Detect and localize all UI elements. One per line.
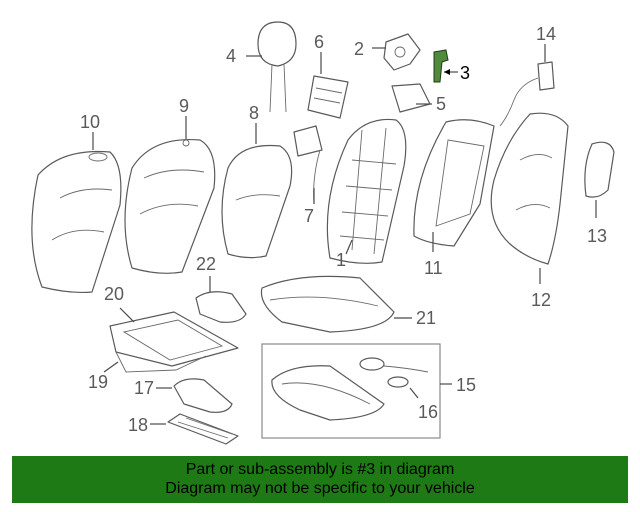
- callout-4: 4: [226, 46, 236, 66]
- part-2-recliner-bracket: 2: [354, 33, 421, 71]
- part-7-lumbar-support: 7: [293, 125, 323, 226]
- banner-line-1: Part or sub-assembly is #3 in diagram: [185, 461, 455, 478]
- part-4-headrest: 4: [226, 21, 297, 113]
- callout-22: 22: [196, 254, 216, 274]
- part-8-back-pad: 8: [221, 103, 293, 259]
- callout-17: 17: [134, 378, 154, 398]
- callout-6: 6: [314, 32, 324, 52]
- part-3-highlighted-clip: 3: [433, 49, 470, 83]
- callout-1: 1: [336, 250, 346, 270]
- callout-19: 19: [88, 372, 108, 392]
- part-17-bolster-pad: 17: [134, 378, 233, 413]
- part-21-seat-cushion: 21: [260, 275, 436, 333]
- part-1-seat-back-frame: 1: [326, 118, 407, 270]
- callout-21: 21: [416, 308, 436, 328]
- part-20-cushion-frame: 20: [104, 284, 239, 367]
- callout-16: 16: [418, 402, 438, 422]
- part-5-bracket: 5: [391, 83, 446, 114]
- part-16-switch-rings: 16: [359, 357, 438, 422]
- part-6-lumbar-panel: 6: [307, 32, 349, 119]
- callout-10: 10: [80, 112, 100, 132]
- part-22-cushion-pad: 22: [195, 254, 247, 323]
- part-13-side-trim: 13: [584, 141, 615, 246]
- callout-9: 9: [179, 96, 189, 116]
- part-14-module: 14: [499, 24, 556, 127]
- part-19-cushion-frame-base: 19: [88, 351, 207, 392]
- callout-7: 7: [304, 206, 314, 226]
- callout-18: 18: [128, 415, 148, 435]
- callout-15: 15: [456, 375, 476, 395]
- seat-parts-diagram: 10 9 8 4 6 7 2: [31, 21, 615, 445]
- callout-11: 11: [424, 258, 443, 278]
- callout-2: 2: [354, 39, 364, 59]
- part-18-heating-mat: 18: [128, 413, 239, 445]
- callout-20: 20: [104, 284, 124, 304]
- info-banner: Part or sub-assembly is #3 in diagram Di…: [12, 456, 628, 503]
- part-12-rear-panel: 12: [490, 112, 569, 310]
- callout-14: 14: [536, 24, 556, 44]
- callout-3: 3: [460, 63, 470, 83]
- callout-5: 5: [436, 94, 446, 114]
- part-9-seat-back-trim: 9: [124, 96, 216, 274]
- banner-line-2: Diagram may not be specific to your vehi…: [165, 480, 475, 497]
- part-15-cushion-assembly: 15: [261, 343, 476, 439]
- callout-13: 13: [587, 226, 607, 246]
- callout-8: 8: [249, 103, 259, 123]
- part-10-seat-back-cover: 10: [31, 112, 122, 294]
- callout-12: 12: [531, 290, 551, 310]
- part-11-seat-back-shell: 11: [413, 119, 495, 278]
